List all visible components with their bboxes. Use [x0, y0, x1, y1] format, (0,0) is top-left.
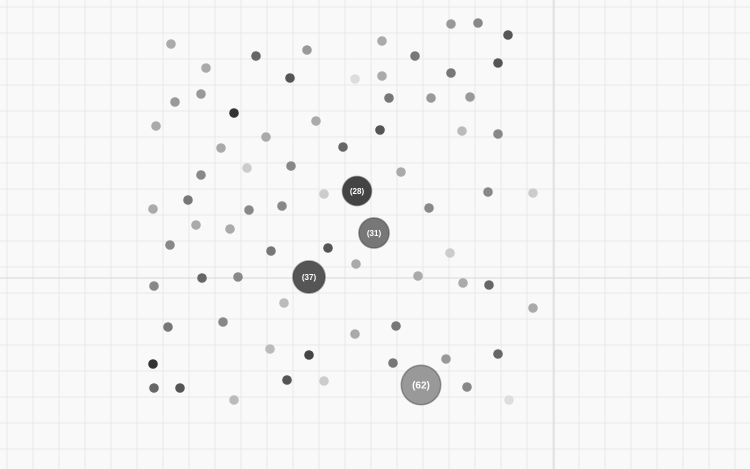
- data-point: [323, 243, 333, 253]
- data-point: [183, 195, 193, 205]
- data-point: [424, 203, 434, 213]
- data-point: [244, 205, 254, 215]
- data-point: [391, 321, 401, 331]
- data-point: [384, 93, 394, 103]
- cluster-circle[interactable]: [341, 175, 373, 207]
- data-point: [285, 73, 295, 83]
- data-point: [483, 187, 493, 197]
- cluster-circle[interactable]: [358, 217, 390, 249]
- data-point: [350, 74, 360, 84]
- data-point: [351, 259, 361, 269]
- data-point: [445, 248, 455, 258]
- cluster-bubble[interactable]: (62): [400, 364, 442, 406]
- data-point: [277, 201, 287, 211]
- cluster-bubbles: (28) (31) (37) (62): [292, 175, 442, 406]
- data-point: [493, 58, 503, 68]
- data-point: [319, 189, 329, 199]
- data-point: [166, 39, 176, 49]
- data-point: [282, 375, 292, 385]
- data-point: [484, 280, 494, 290]
- cluster-label: (31): [367, 229, 382, 238]
- data-point: [266, 246, 276, 256]
- data-point: [465, 92, 475, 102]
- data-point: [218, 317, 228, 327]
- cluster-circle[interactable]: [400, 364, 442, 406]
- data-point: [148, 204, 158, 214]
- data-point: [377, 71, 387, 81]
- data-point: [441, 354, 451, 364]
- data-point: [413, 271, 423, 281]
- data-point: [261, 132, 271, 142]
- data-point: [196, 89, 206, 99]
- data-point: [458, 278, 468, 288]
- data-point: [251, 51, 261, 61]
- data-point: [493, 129, 503, 139]
- data-points: [148, 18, 538, 405]
- cluster-bubble[interactable]: (37): [292, 260, 326, 294]
- data-point: [528, 303, 538, 313]
- data-point: [319, 376, 329, 386]
- data-point: [163, 322, 173, 332]
- data-point: [149, 281, 159, 291]
- data-point: [311, 116, 321, 126]
- data-point: [279, 298, 289, 308]
- data-point: [338, 142, 348, 152]
- data-point: [225, 224, 235, 234]
- data-point: [170, 97, 180, 107]
- data-point: [191, 220, 201, 230]
- cluster-label: (37): [302, 273, 317, 282]
- data-point: [196, 170, 206, 180]
- data-point: [165, 240, 175, 250]
- data-point: [493, 349, 503, 359]
- data-point: [446, 68, 456, 78]
- cluster-label: (62): [412, 381, 430, 392]
- data-point: [410, 51, 420, 61]
- data-point: [233, 272, 243, 282]
- data-point: [504, 395, 514, 405]
- data-point: [503, 30, 513, 40]
- data-point: [462, 382, 472, 392]
- data-point: [148, 359, 158, 369]
- data-point: [528, 188, 538, 198]
- data-point: [242, 163, 252, 173]
- data-point: [201, 63, 211, 73]
- data-point: [446, 19, 456, 29]
- data-point: [396, 167, 406, 177]
- data-point: [151, 121, 161, 131]
- cluster-label: (28): [350, 187, 365, 196]
- data-point: [229, 395, 239, 405]
- data-point: [426, 93, 436, 103]
- data-point: [229, 108, 239, 118]
- data-point: [375, 125, 385, 135]
- data-point: [388, 358, 398, 368]
- data-point: [473, 18, 483, 28]
- data-point: [286, 161, 296, 171]
- data-point: [304, 350, 314, 360]
- data-point: [302, 45, 312, 55]
- data-point: [457, 126, 467, 136]
- cluster-bubble[interactable]: (28): [341, 175, 373, 207]
- data-point: [350, 329, 360, 339]
- data-point: [216, 143, 226, 153]
- data-point: [377, 36, 387, 46]
- data-point: [175, 383, 185, 393]
- cluster-bubble[interactable]: (31): [358, 217, 390, 249]
- data-point: [265, 344, 275, 354]
- data-point: [197, 273, 207, 283]
- data-point: [149, 383, 159, 393]
- cluster-circle[interactable]: [292, 260, 326, 294]
